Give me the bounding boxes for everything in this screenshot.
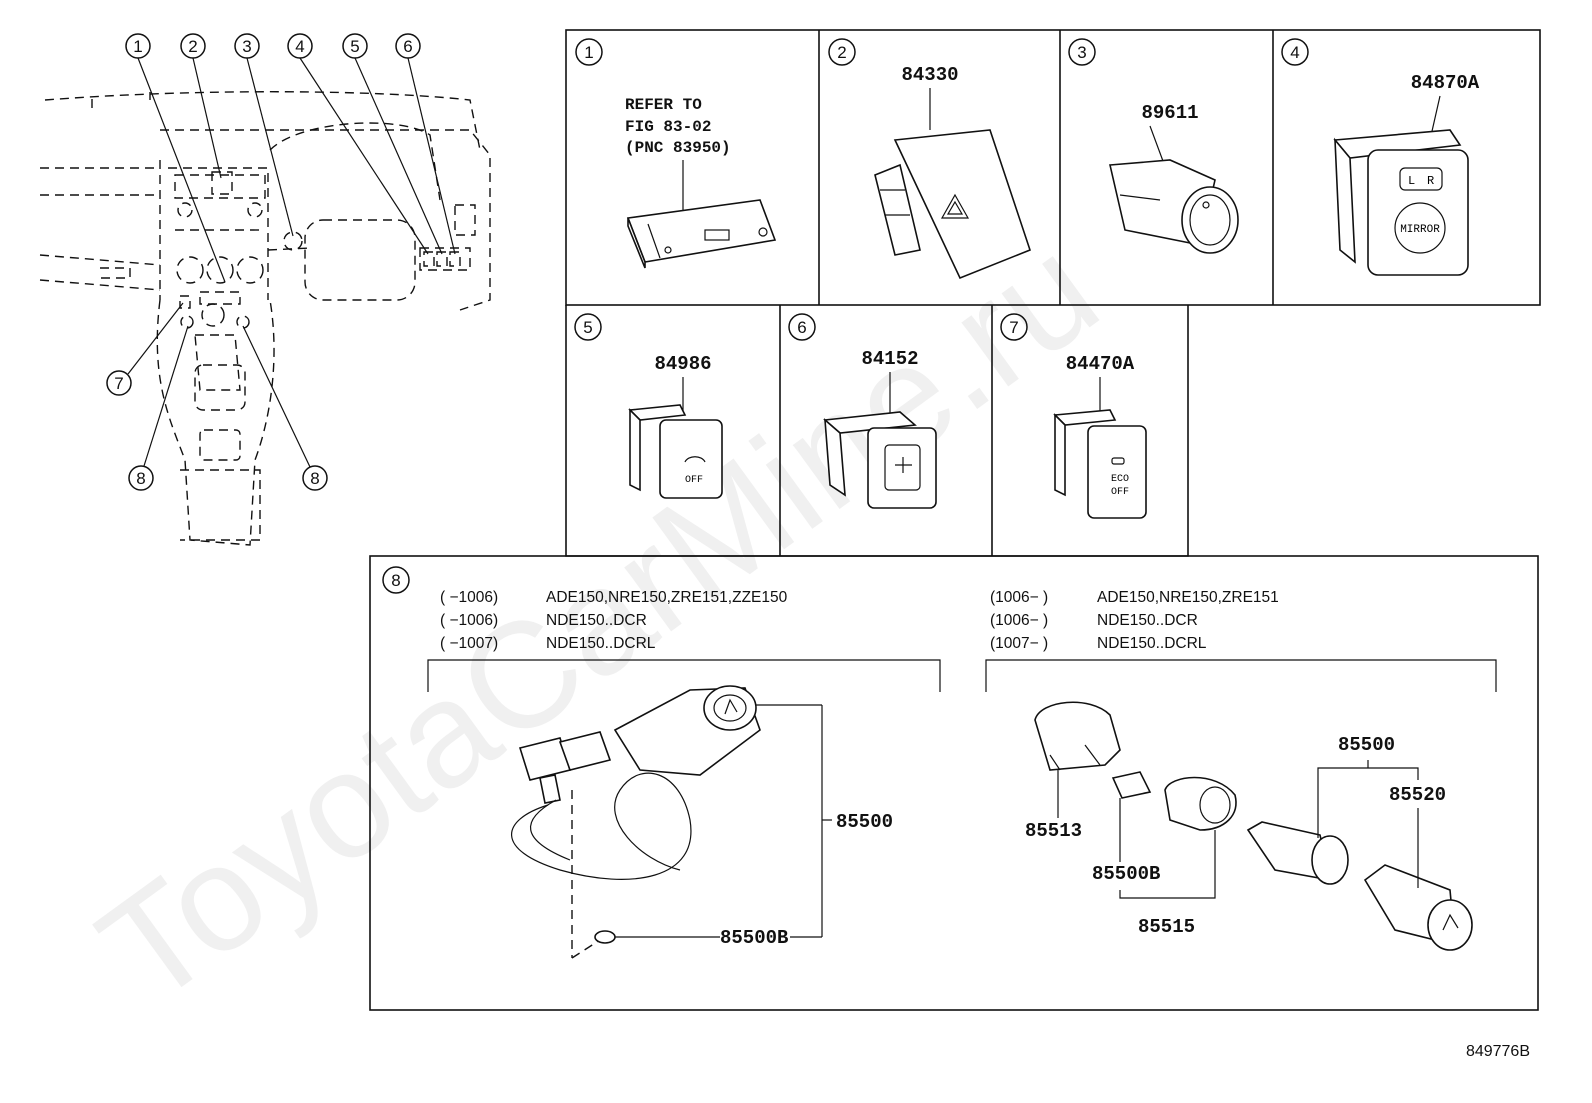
panel-5: 5 84986 OFF: [574, 313, 723, 499]
left-note-3-models: NDE150..DCRL: [546, 635, 656, 652]
panel-8: 8 ( −1006) ADE150,NRE150,ZRE151,ZZE150 (…: [382, 566, 1497, 959]
svg-text:4: 4: [295, 37, 304, 56]
callout-1: 1: [125, 33, 226, 283]
eco-label: ECO: [1111, 474, 1129, 485]
svg-text:7: 7: [1009, 318, 1018, 337]
mirror-switch-illustration: L R MIRROR: [1333, 129, 1469, 276]
svg-text:3: 3: [1077, 43, 1086, 62]
left-note-3-range: ( −1007): [440, 635, 498, 652]
right-note-3-range: (1007− ): [990, 635, 1048, 652]
right-note-2-models: NDE150..DCR: [1097, 612, 1198, 629]
dashboard-overview: [39, 91, 491, 546]
svg-text:8: 8: [391, 571, 400, 590]
right-note-2-range: (1006− ): [990, 612, 1048, 629]
panel-3: 3 89611: [1068, 38, 1239, 254]
panel-grid-frames: [369, 29, 1541, 1011]
callout-2: 2: [180, 33, 222, 179]
svg-text:2: 2: [188, 37, 197, 56]
panel-8-right-notes: (1006− ) ADE150,NRE150,ZRE151 (1006− ) N…: [985, 589, 1497, 692]
vsc-off-switch-illustration: OFF: [628, 404, 723, 499]
cigarette-lighter-assembly-new: 85513 85500B 85515 85500 85520: [1025, 701, 1473, 951]
callout-6: 6: [395, 33, 456, 255]
refer-line-1: REFER TO: [625, 96, 702, 114]
right-note-3-models: NDE150..DCRL: [1097, 635, 1207, 652]
panel-4: 4 84870A L R MIRROR: [1281, 38, 1480, 276]
diagram-id: 849776B: [1466, 1043, 1530, 1060]
hazard-switch-illustration: [874, 129, 1031, 280]
right-note-1-models: ADE150,NRE150,ZRE151: [1097, 589, 1279, 606]
vsc-off-label: OFF: [685, 475, 703, 486]
svg-text:6: 6: [797, 318, 806, 337]
pnc-85513: 85513: [1025, 820, 1082, 842]
switch-module-illustration: [626, 199, 777, 269]
callout-5: 5: [342, 33, 443, 255]
left-note-2-range: ( −1006): [440, 612, 498, 629]
svg-text:1: 1: [584, 43, 593, 62]
callout-4: 4: [287, 33, 429, 255]
mirror-label: MIRROR: [1400, 224, 1440, 236]
eco-off-switch-illustration: ECO OFF: [1053, 409, 1147, 519]
pnc-84330: 84330: [901, 64, 958, 86]
svg-text:8: 8: [310, 469, 319, 488]
pnc-85515: 85515: [1138, 916, 1195, 938]
left-note-1-range: ( −1006): [440, 589, 498, 606]
pnc-84870A: 84870A: [1411, 72, 1480, 94]
headlamp-leveling-switch-illustration: [823, 411, 937, 509]
panel-6: 6 84152: [788, 313, 937, 509]
panel-7: 7 84470A ECO OFF: [1000, 313, 1147, 519]
svg-text:8: 8: [136, 469, 145, 488]
svg-text:6: 6: [403, 37, 412, 56]
pnc-85500B-right: 85500B: [1092, 863, 1160, 885]
svg-text:2: 2: [837, 43, 846, 62]
mirror-label-L: L: [1408, 174, 1415, 188]
cigarette-lighter-assembly-old: 85500 85500B: [511, 685, 893, 959]
left-note-2-models: NDE150..DCR: [546, 612, 647, 629]
pnc-85500-right: 85500: [1338, 734, 1395, 756]
pnc-84152: 84152: [861, 348, 918, 370]
push-start-switch-illustration: [1109, 159, 1239, 254]
pnc-85520: 85520: [1389, 784, 1446, 806]
svg-text:5: 5: [583, 318, 592, 337]
refer-line-3: (PNC 83950): [625, 139, 731, 157]
pnc-85500-left: 85500: [836, 811, 893, 833]
svg-text:3: 3: [242, 37, 251, 56]
eco-off-label: OFF: [1111, 487, 1129, 498]
callout-7: 7: [106, 302, 184, 396]
overview-callouts: 1 2 3 4 5 6 7: [106, 33, 456, 491]
mirror-label-R: R: [1427, 174, 1434, 188]
pnc-84470A: 84470A: [1066, 353, 1135, 375]
panel-8-left-notes: ( −1006) ADE150,NRE150,ZRE151,ZZE150 ( −…: [427, 589, 941, 692]
refer-line-2: FIG 83-02: [625, 118, 711, 136]
pnc-85500B-left: 85500B: [720, 927, 788, 949]
panel-1: 1 REFER TO FIG 83-02 (PNC 83950): [575, 38, 777, 269]
panel-2: 2 84330: [828, 38, 1031, 280]
svg-text:4: 4: [1290, 43, 1299, 62]
svg-text:1: 1: [133, 37, 142, 56]
pnc-89611: 89611: [1141, 102, 1198, 124]
pnc-84986: 84986: [654, 353, 711, 375]
callout-3: 3: [234, 33, 294, 237]
callout-8-left: 8: [128, 325, 189, 491]
callout-8-right: 8: [242, 325, 328, 491]
svg-text:5: 5: [350, 37, 359, 56]
right-note-1-range: (1006− ): [990, 589, 1048, 606]
left-note-1-models: ADE150,NRE150,ZRE151,ZZE150: [546, 589, 788, 606]
svg-text:7: 7: [114, 374, 123, 393]
